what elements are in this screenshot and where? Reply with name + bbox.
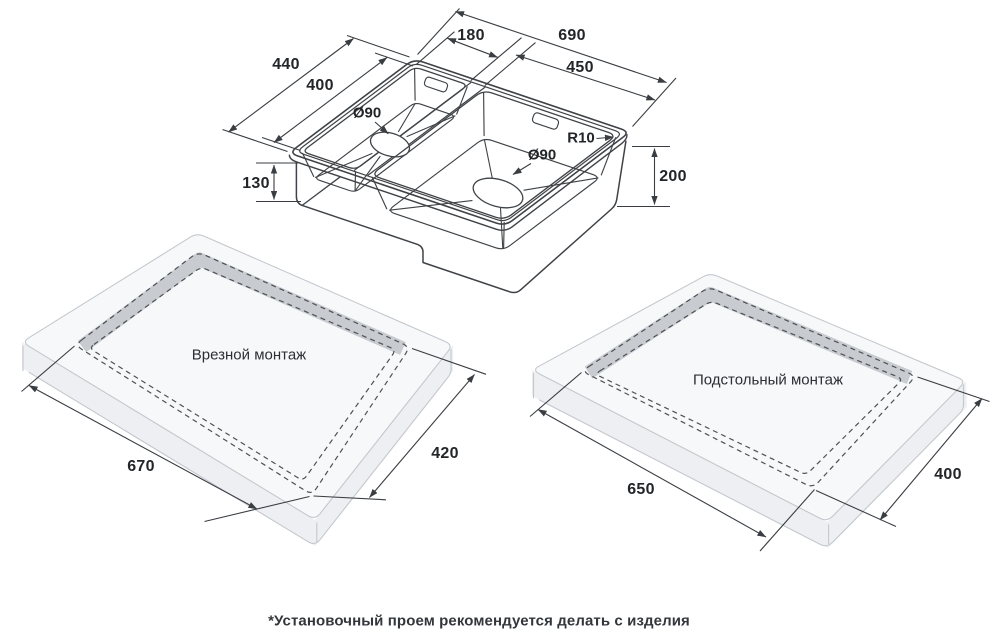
witness-400-bottom xyxy=(815,489,897,528)
dim-650-line xyxy=(537,409,767,538)
main-bowl-drain xyxy=(472,177,524,209)
under-dimension-lines xyxy=(529,372,990,552)
panel-bottom-edges xyxy=(28,366,452,545)
cutout-outer-dashed xyxy=(584,288,914,487)
main-bowl-wall-edges xyxy=(371,91,617,249)
sink-dimension-lines xyxy=(222,8,677,208)
cutout-outer-dashed xyxy=(77,253,408,493)
witness-180-left xyxy=(415,31,455,66)
witness-400-back xyxy=(374,52,414,67)
dim-420-line xyxy=(369,374,475,498)
panel-side-faces xyxy=(532,370,967,548)
cutout-band xyxy=(77,252,406,355)
witness-440-front xyxy=(222,128,288,153)
bowl-divider xyxy=(353,82,486,176)
rim-lower-edge xyxy=(288,133,628,232)
main-bowl-bottom xyxy=(390,138,598,250)
witness-650-left xyxy=(529,372,582,417)
witness-420-bottom xyxy=(313,495,387,501)
main-bowl-opening xyxy=(374,91,614,219)
leader-r10 xyxy=(596,134,614,141)
under-mount-panel xyxy=(529,274,990,552)
main-bowl-overflow xyxy=(531,112,560,130)
dim-small-bowl-width-label: 180 xyxy=(457,27,485,44)
dim-main-bowl-width-label: 450 xyxy=(566,59,594,76)
cutout-band xyxy=(584,287,913,384)
dim-small-bowl-height-label: 130 xyxy=(242,175,270,192)
cutout-inner-dashed xyxy=(90,267,395,480)
sink-body-left-bottom-edge xyxy=(301,176,342,207)
drain-main-label: Ø90 xyxy=(527,146,557,164)
witness-divider-2 xyxy=(484,42,536,87)
inset-mount-caption: Врезной монтаж xyxy=(191,346,307,364)
sink-body-outline xyxy=(295,140,627,294)
witness-right-shared xyxy=(632,77,677,127)
witness-440-back xyxy=(346,34,410,58)
panel-corner-verticals xyxy=(22,345,452,542)
inset-mount-panel xyxy=(21,234,487,546)
witness-650-right xyxy=(759,489,815,552)
dim-inset-cutout-length-label: 670 xyxy=(127,458,155,475)
small-bowl-creases xyxy=(314,102,456,192)
corner-radius-label: R10 xyxy=(567,129,595,147)
dim-under-cutout-length-label: 650 xyxy=(627,481,655,498)
dim-total-depth-label: 440 xyxy=(272,56,300,73)
panel-side-faces xyxy=(22,342,453,546)
leader-drain-small xyxy=(374,121,389,135)
rim-outer xyxy=(292,60,627,225)
main-bowl-creases xyxy=(388,139,599,249)
small-bowl-wall-edges xyxy=(302,68,468,191)
dim-690-line xyxy=(455,10,667,84)
under-mount-caption: Подстольный монтаж xyxy=(693,371,843,389)
leader-drain-main xyxy=(512,163,532,175)
inset-dimension-lines xyxy=(21,345,487,523)
small-bowl-overflow xyxy=(423,76,449,93)
witness-400-top xyxy=(917,376,990,403)
witness-400-front xyxy=(261,136,301,152)
dim-400-line xyxy=(273,57,388,143)
dim-670-line xyxy=(28,385,258,510)
dim-total-width-label: 690 xyxy=(558,27,586,44)
dim-450-line xyxy=(515,54,656,101)
footnote: *Установочный проем рекомендуется делать… xyxy=(268,612,690,630)
dim-under-cutout-width-label: 400 xyxy=(934,466,962,483)
dim-180-line xyxy=(447,37,498,58)
witness-690-left xyxy=(417,8,460,55)
dim-inset-cutout-width-label: 420 xyxy=(431,445,459,462)
witness-670-left xyxy=(21,345,75,392)
dim-bowl-depth-label: 400 xyxy=(306,77,334,94)
witness-420-top xyxy=(411,347,487,375)
drain-small-label: Ø90 xyxy=(352,104,382,122)
witness-divider-1 xyxy=(470,37,522,82)
dim-400-line xyxy=(879,398,983,521)
sink-drawing xyxy=(288,60,628,294)
small-bowl-opening xyxy=(304,67,466,169)
dim-main-bowl-height-label: 200 xyxy=(659,168,687,185)
